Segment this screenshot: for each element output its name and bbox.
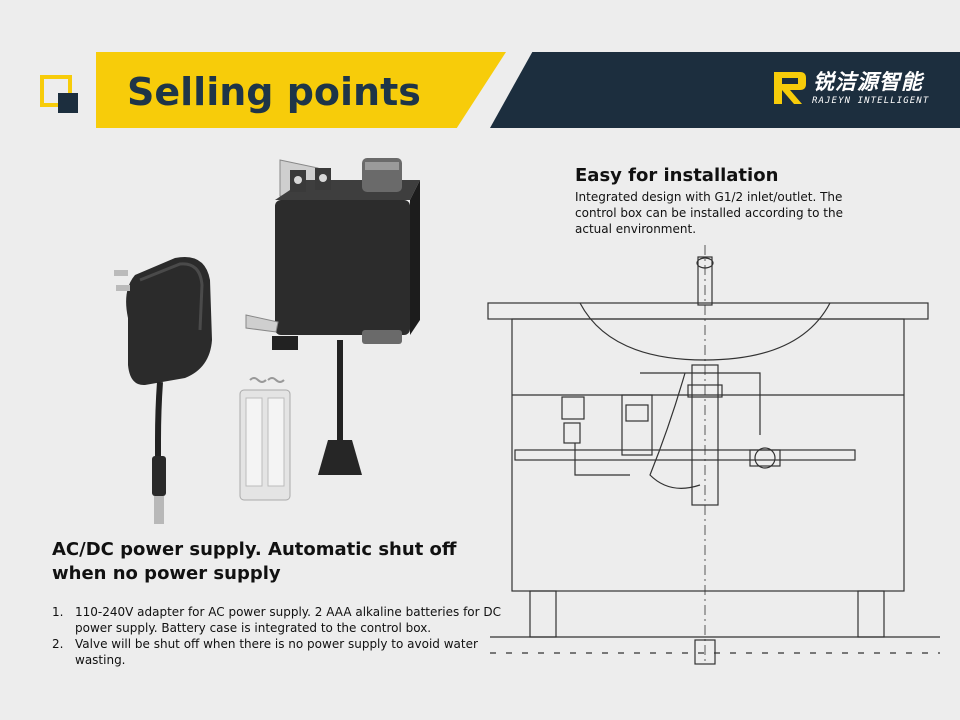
list-item: 1. 110-240V adapter for AC power supply. …: [52, 604, 522, 636]
corner-square-icon: [40, 75, 78, 113]
power-supply-heading: AC/DC power supply. Automatic shut off w…: [52, 539, 457, 584]
control-box-image: [245, 158, 420, 475]
rajeyn-logo-icon: [774, 72, 806, 104]
list-item: 2. Valve will be shut off when there is n…: [52, 636, 522, 668]
product-illustration: [114, 158, 420, 524]
power-notes-list: 1. 110-240V adapter for AC power supply. …: [52, 604, 522, 668]
power-adapter-image: [114, 256, 212, 524]
list-item-text: 110-240V adapter for AC power supply. 2 …: [75, 605, 502, 635]
list-item-number: 1.: [52, 605, 64, 619]
installation-description: Integrated design with G1/2 inlet/outlet…: [575, 190, 843, 236]
brand-name-en: RAJEYN INTELLIGENT: [812, 96, 930, 106]
title-banner: [96, 52, 506, 128]
installation-heading: Easy for installation: [575, 165, 779, 186]
battery-case-image: [239, 377, 291, 501]
list-item-text: Valve will be shut off when there is no …: [75, 637, 478, 667]
installation-diagram: [487, 245, 940, 665]
list-item-number: 2.: [52, 637, 64, 651]
page-title: Selling points: [127, 70, 421, 114]
brand-name-cn: 锐洁源智能: [813, 70, 923, 94]
brand-banner: [490, 52, 960, 128]
